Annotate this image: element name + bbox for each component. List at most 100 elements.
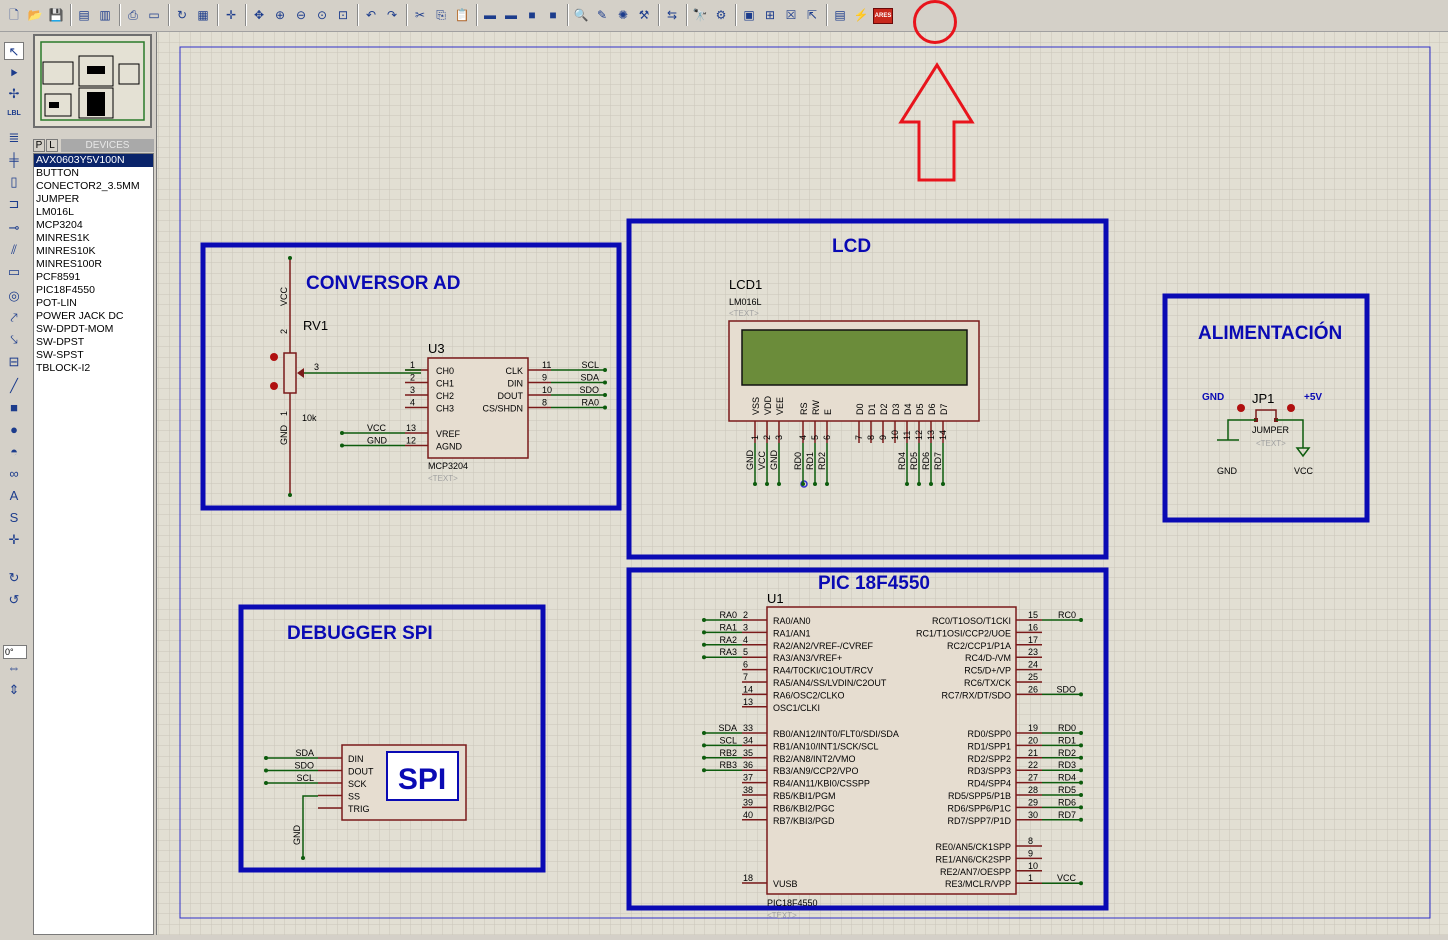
- text-script-icon[interactable]: ≣: [8, 129, 20, 145]
- graph-icon[interactable]: ⫽: [11, 241, 17, 257]
- line-icon[interactable]: ╱: [10, 377, 18, 393]
- generator-icon[interactable]: ◎: [8, 287, 20, 303]
- block-rotate-icon[interactable]: ■: [528, 8, 536, 22]
- u1-pin-name: RC6/TX/CK: [964, 678, 1011, 688]
- rotation-input[interactable]: [3, 645, 27, 659]
- make-device-icon[interactable]: ✎: [596, 8, 608, 22]
- package-icon[interactable]: ✺: [617, 8, 629, 22]
- pick-device-icon[interactable]: 🔍: [573, 8, 589, 22]
- device-list-item[interactable]: POT-LIN: [36, 297, 77, 309]
- refresh-icon[interactable]: ↻: [176, 8, 188, 22]
- origin-icon[interactable]: ✛: [225, 8, 237, 22]
- text-icon[interactable]: A: [9, 487, 19, 503]
- lcd1-net-label: RD2: [817, 452, 827, 470]
- wire-label-icon[interactable]: LBL: [7, 109, 21, 117]
- junction-dot-icon[interactable]: ✢: [8, 85, 20, 101]
- subcircuit-icon[interactable]: ▯: [10, 173, 18, 189]
- block-copy-icon[interactable]: ▬: [484, 8, 496, 22]
- save-icon[interactable]: 💾: [48, 8, 64, 22]
- zoom-all-icon[interactable]: ⊙: [316, 8, 328, 22]
- print-area-icon[interactable]: ▭: [148, 8, 160, 22]
- grid-icon[interactable]: ▦: [197, 8, 209, 22]
- schematic-editing-window[interactable]: CONVERSOR AD LCD ALIMENTACIÓN DEBUGGER S…: [156, 32, 1448, 935]
- device-list-item[interactable]: MCP3204: [36, 219, 83, 231]
- copy-icon[interactable]: ⎘: [436, 8, 446, 22]
- device-list-item[interactable]: MINRES10K: [36, 245, 96, 257]
- device-list-item[interactable]: SW-DPST: [36, 336, 85, 348]
- device-list-item[interactable]: TBLOCK-I2: [36, 362, 91, 374]
- print-icon[interactable]: ⎙: [128, 8, 138, 22]
- arc-icon[interactable]: ◓: [10, 443, 18, 459]
- current-probe-icon[interactable]: ⤥: [10, 331, 18, 347]
- cut-icon[interactable]: ✂: [414, 8, 426, 22]
- block-move-icon[interactable]: ▬: [505, 8, 517, 22]
- device-list-item[interactable]: AVX0603Y5V100N: [34, 154, 153, 167]
- device-list-item[interactable]: BUTTON: [36, 167, 79, 179]
- marker-icon[interactable]: ✛: [8, 531, 20, 547]
- device-list-item[interactable]: MINRES1K: [36, 232, 90, 244]
- box-icon[interactable]: ■: [10, 399, 18, 415]
- selection-mode-icon[interactable]: ↖: [4, 42, 24, 60]
- rotate-clockwise-icon[interactable]: ↻: [8, 569, 20, 585]
- rv1-potentiometer[interactable]: RV1 10k VCC GND 2 1 3: [270, 256, 421, 497]
- ares-netlist-icon[interactable]: ARES: [873, 8, 893, 24]
- u1-pic18f4550[interactable]: U1 PIC18F4550 <TEXT> 2RA0/AN0RA03RA1/AN1…: [702, 591, 1083, 920]
- schematic-canvas[interactable]: CONVERSOR AD LCD ALIMENTACIÓN DEBUGGER S…: [157, 32, 1448, 935]
- mirror-horizontal-icon[interactable]: ⇔: [7, 659, 21, 675]
- jp1-jumper[interactable]: JP1 JUMPER <TEXT> GND +5V GND VCC: [1202, 391, 1322, 476]
- device-list-item[interactable]: SW-SPST: [36, 349, 84, 361]
- bill-of-materials-icon[interactable]: ▤: [834, 8, 846, 22]
- path-icon[interactable]: ∞: [9, 465, 19, 481]
- voltage-probe-icon[interactable]: ⤤: [10, 309, 18, 325]
- virtual-instrument-icon[interactable]: ⊟: [8, 353, 20, 369]
- pick-devices-tab[interactable]: P: [33, 139, 45, 152]
- wire-autorouter-icon[interactable]: ⇆: [666, 8, 678, 22]
- tape-recorder-icon[interactable]: ▭: [7, 263, 21, 279]
- u3-mcp3204[interactable]: U3 MCP3204 <TEXT> 1CH02CH13CH24CH311CLKS…: [340, 341, 607, 483]
- device-pin-icon[interactable]: ⊸: [8, 219, 20, 235]
- device-list-item[interactable]: MINRES100R: [36, 258, 102, 270]
- rv1-value: 10k: [302, 413, 317, 423]
- overview-window[interactable]: [33, 34, 152, 128]
- device-list-item[interactable]: LM016L: [36, 206, 74, 218]
- device-list-item[interactable]: POWER JACK DC: [36, 310, 124, 322]
- device-list-item[interactable]: JUMPER: [36, 193, 80, 205]
- undo-icon[interactable]: ↶: [365, 8, 377, 22]
- bus-icon[interactable]: ╪: [9, 151, 19, 167]
- zoom-out-icon[interactable]: ⊖: [295, 8, 307, 22]
- terminal-icon[interactable]: ⊐: [8, 195, 20, 211]
- symbol-icon[interactable]: S: [9, 509, 19, 525]
- electrical-rule-check-icon[interactable]: ⚡: [853, 8, 869, 22]
- circle-icon[interactable]: ●: [10, 421, 18, 437]
- rotate-anticlockwise-icon[interactable]: ↺: [8, 591, 20, 607]
- decompose-icon[interactable]: ⚒: [638, 8, 650, 22]
- block-delete-icon[interactable]: ■: [549, 8, 557, 22]
- open-folder-icon[interactable]: 📂: [27, 8, 43, 22]
- u3-net-label: SDA: [580, 373, 599, 383]
- redo-icon[interactable]: ↷: [386, 8, 398, 22]
- import-section-icon[interactable]: ▤: [78, 8, 90, 22]
- zoom-area-icon[interactable]: ⊡: [337, 8, 349, 22]
- pan-icon[interactable]: ✥: [253, 8, 265, 22]
- device-list-item[interactable]: CONECTOR2_3.5MM: [36, 180, 140, 192]
- component-mode-icon[interactable]: ⯈: [8, 65, 20, 81]
- new-file-icon[interactable]: 🗋: [9, 8, 19, 22]
- mirror-vertical-icon[interactable]: ⇕: [8, 681, 20, 697]
- exit-to-parent-icon[interactable]: ⇱: [806, 8, 818, 22]
- lcd1-lm016l[interactable]: LCD1 LM016L <TEXT> VSS1GNDVDD2VCCVEE3GND…: [728, 277, 980, 488]
- zoom-in-icon[interactable]: ⊕: [274, 8, 286, 22]
- export-section-icon[interactable]: ▥: [99, 8, 111, 22]
- search-tag-icon[interactable]: 🔭: [692, 8, 708, 22]
- u3-pin-name: CH0: [436, 366, 454, 376]
- paste-icon[interactable]: 📋: [454, 8, 470, 22]
- property-tool-icon[interactable]: ⚙: [715, 8, 727, 22]
- device-list-item[interactable]: PCF8591: [36, 271, 81, 283]
- device-list-item[interactable]: PIC18F4550: [36, 284, 95, 296]
- library-tab[interactable]: L: [46, 139, 58, 152]
- delete-sheet-icon[interactable]: ☒: [785, 8, 797, 22]
- add-sheet-icon[interactable]: ⊞: [764, 8, 776, 22]
- device-list-item[interactable]: SW-DPDT-MOM: [36, 323, 114, 335]
- new-sheet-icon[interactable]: ▣: [743, 8, 755, 22]
